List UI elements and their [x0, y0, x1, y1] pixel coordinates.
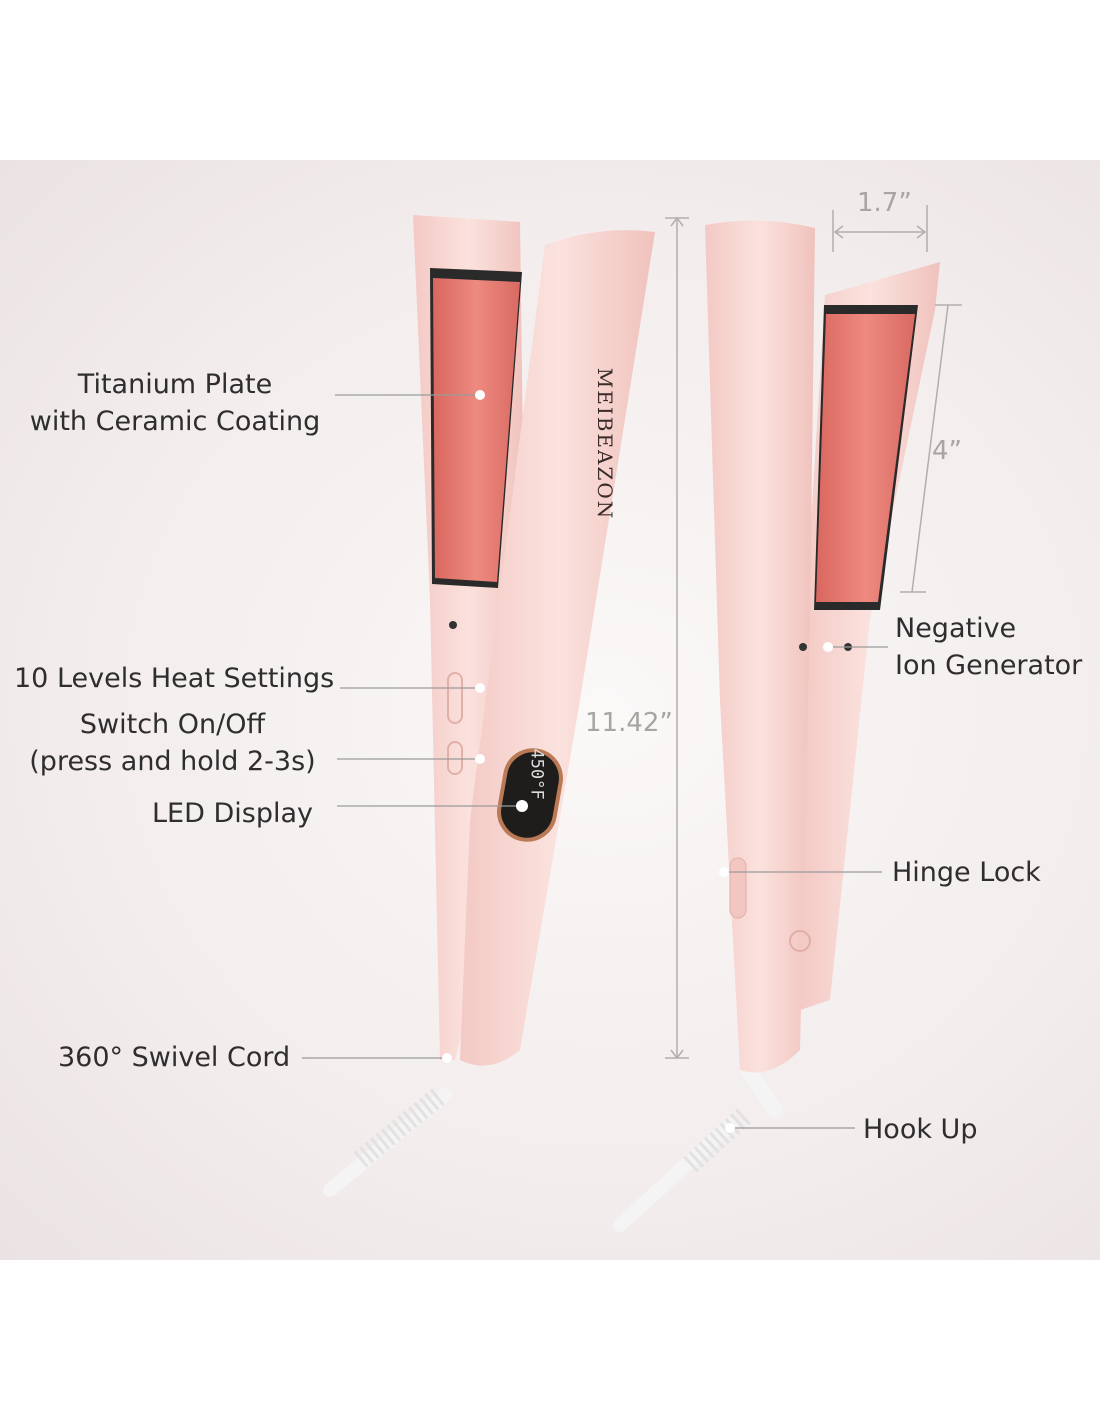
dimension-lines [665, 205, 962, 1060]
led-temperature-readout: 450°F [526, 748, 547, 800]
label-swivel-cord: 360° Swivel Cord [58, 1042, 291, 1073]
leader-lines [302, 390, 888, 1133]
label-hook-up: Hook Up [863, 1114, 978, 1145]
dimension-length: 11.42” [585, 708, 673, 738]
power-button [447, 741, 463, 775]
upper-arm [460, 230, 655, 1066]
led-display [497, 748, 563, 842]
plate-back-view [816, 314, 915, 602]
label-negative-ion: Negative Ion Generator [895, 610, 1082, 684]
label-line: Titanium Plate [77, 369, 273, 400]
label-led-display: LED Display [152, 798, 313, 829]
heat-button [447, 672, 463, 724]
hinge-lock-switch [729, 857, 747, 919]
dimension-plate-length: 4” [932, 436, 963, 466]
label-line: (press and hold 2-3s) [29, 746, 316, 777]
label-line: Switch On/Off [79, 709, 266, 740]
label-line: Negative [895, 613, 1017, 644]
cord [323, 1088, 452, 1197]
label-titanium-plate: Titanium Plate with Ceramic Coating [20, 366, 330, 440]
brand-logo: MEIBEAZON [593, 367, 617, 521]
dimension-width: 1.7” [857, 188, 912, 218]
label-hinge-lock: Hinge Lock [892, 857, 1041, 888]
label-line: Ion Generator [895, 650, 1083, 681]
label-line: with Ceramic Coating [29, 406, 321, 437]
label-heat-settings: 10 Levels Heat Settings [14, 663, 335, 694]
closed-body [705, 220, 815, 1073]
titanium-plate [433, 278, 520, 582]
label-switch: Switch On/Off (press and hold 2-3s) [20, 706, 325, 780]
straightener-back [613, 220, 940, 1232]
cord-strain-relief [353, 1087, 447, 1168]
straightener-front [323, 215, 655, 1197]
